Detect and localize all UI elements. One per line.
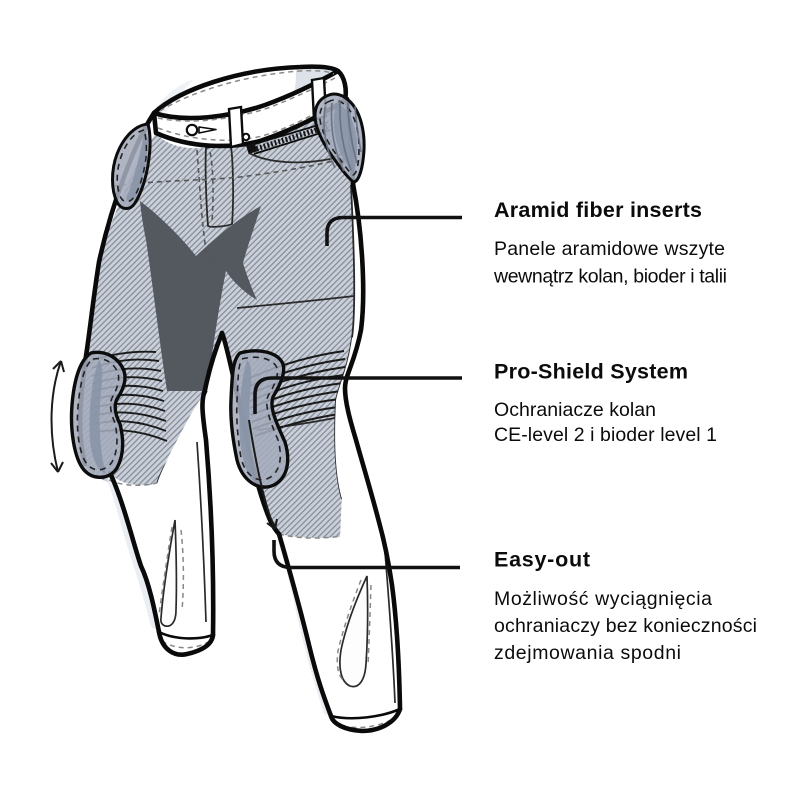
svg-text:Aramid fiber inserts: Aramid fiber inserts [494, 198, 702, 222]
svg-text:Możliwość wyciągnięcia: Możliwość wyciągnięcia [494, 588, 712, 610]
svg-text:Panele aramidowe wszyte: Panele aramidowe wszyte [494, 238, 725, 260]
svg-text:ochraniaczy bez konieczności: ochraniaczy bez konieczności [494, 615, 757, 637]
svg-text:wewnątrz kolan, bioder i talii: wewnątrz kolan, bioder i talii [493, 266, 727, 288]
svg-text:zdejmowania spodni: zdejmowania spodni [494, 642, 681, 664]
svg-text:Easy-out: Easy-out [494, 548, 590, 572]
svg-text:Pro-Shield System: Pro-Shield System [494, 360, 688, 384]
svg-text:Ochraniacze kolan: Ochraniacze kolan [494, 399, 656, 421]
svg-text:CE-level 2 i bioder level 1: CE-level 2 i bioder level 1 [494, 424, 717, 446]
